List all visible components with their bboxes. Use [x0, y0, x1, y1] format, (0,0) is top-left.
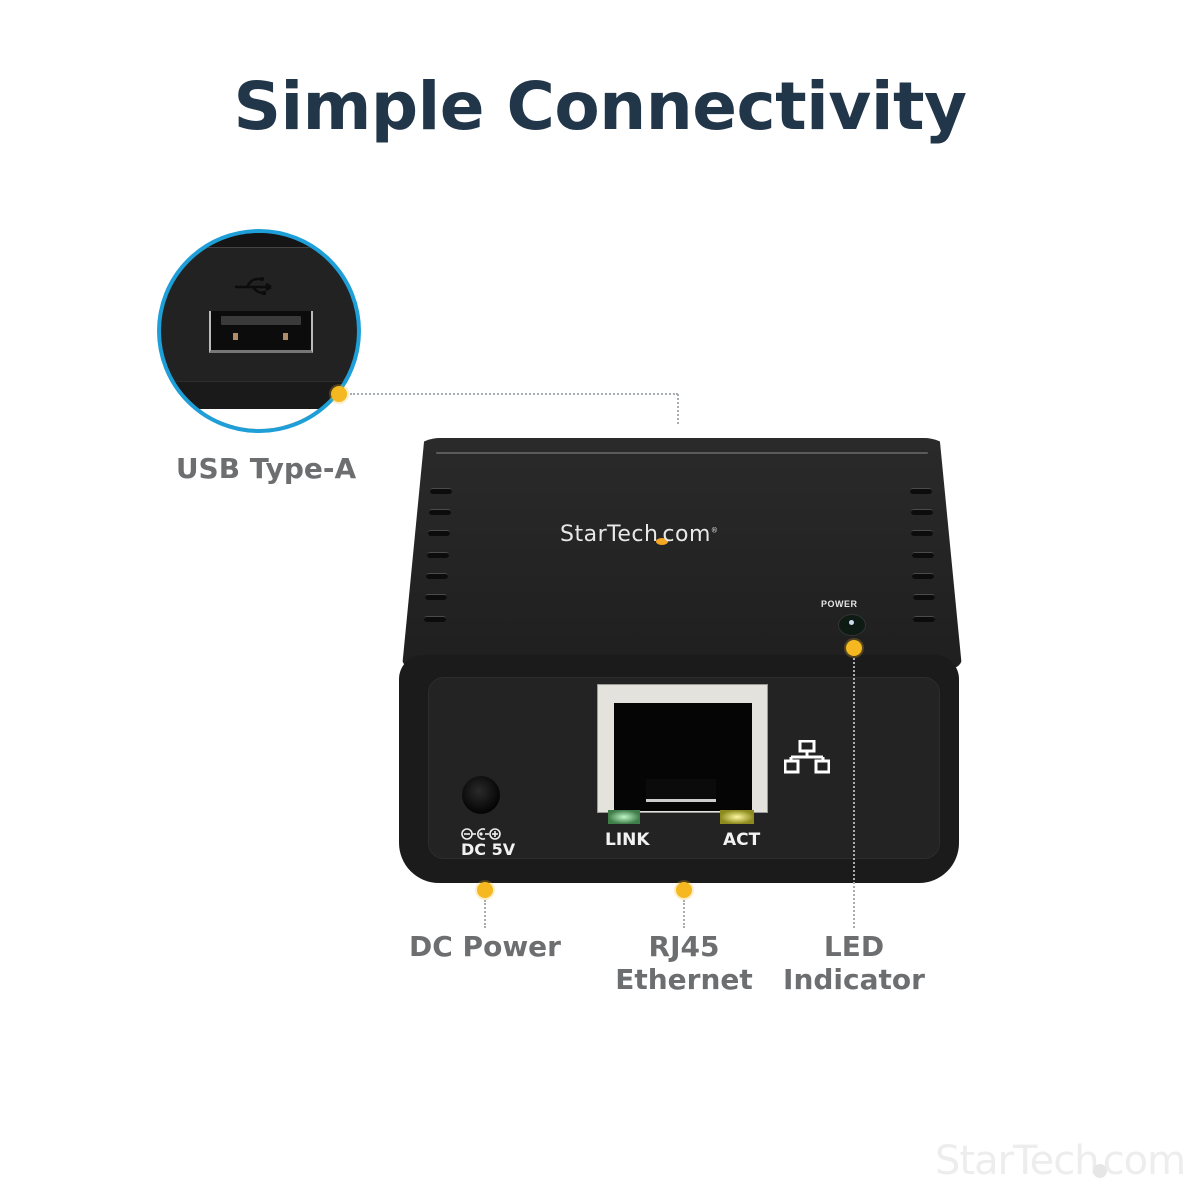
vent-slot — [424, 616, 446, 622]
callout-line-led — [853, 658, 855, 928]
dc-polarity-icon — [460, 827, 502, 844]
callout-label-led-line1: LED — [823, 930, 885, 963]
vent-slot — [428, 530, 450, 536]
callout-dot-rj45 — [676, 882, 692, 898]
vent-slot — [426, 573, 448, 579]
callout-dot-led — [846, 640, 862, 656]
watermark-dot-icon — [1092, 1164, 1107, 1178]
network-icon — [783, 739, 831, 779]
callout-label-led-line2: Indicator — [783, 963, 925, 996]
usb-tongue — [221, 316, 301, 325]
vent-slot — [911, 509, 933, 515]
dc-5v-label: DC 5V — [461, 840, 516, 859]
callout-label-rj45-line2: Ethernet — [615, 963, 753, 996]
power-label: POWER — [821, 599, 858, 609]
link-led — [608, 810, 640, 824]
callout-line-dc — [484, 900, 486, 928]
callout-label-dc: DC Power — [409, 930, 561, 963]
watermark-text-left: StarTech — [935, 1138, 1100, 1184]
device-top-shell — [402, 438, 962, 668]
vent-slot — [429, 509, 451, 515]
callout-line-rj45 — [683, 900, 685, 928]
inset-top-edge — [161, 233, 357, 248]
power-led — [838, 614, 866, 636]
act-led — [720, 810, 754, 824]
rj45-latch-notch — [646, 779, 716, 802]
act-label: ACT — [723, 830, 761, 850]
brand-text-left: StarTech — [560, 522, 659, 547]
page-title: Simple Connectivity — [233, 68, 967, 145]
inset-floor — [161, 409, 357, 429]
vent-slot — [913, 616, 935, 622]
device-top-ridge — [435, 452, 929, 454]
callout-line-usb-v — [677, 394, 679, 424]
vent-slot — [912, 573, 934, 579]
callout-label-rj45-line1: RJ45 — [648, 930, 720, 963]
brand-registered-mark: ® — [710, 526, 719, 535]
watermark-text-right: com — [1102, 1138, 1186, 1184]
usb-pin — [233, 333, 238, 340]
callout-line-usb-h — [350, 393, 678, 395]
vent-slot — [911, 530, 933, 536]
brand-text-right: com — [662, 522, 711, 547]
callout-label-rj45: RJ45 Ethernet — [584, 930, 784, 996]
vent-slot — [427, 552, 449, 558]
inset-bottom-edge — [161, 381, 357, 410]
callout-label-led: LED Indicator — [754, 930, 954, 996]
usb-icon — [233, 275, 277, 301]
dc-power-jack — [462, 776, 500, 814]
rj45-port — [597, 684, 768, 813]
link-label: LINK — [605, 830, 650, 850]
vent-slot — [430, 488, 452, 494]
callout-dot-usb — [331, 386, 347, 402]
vent-slot — [425, 594, 447, 600]
vent-slot — [913, 594, 935, 600]
vent-slot — [912, 552, 934, 558]
brand-dot-icon — [656, 538, 669, 545]
vent-slot — [910, 488, 932, 494]
callout-dot-dc — [477, 882, 493, 898]
usb-zoom-inset — [157, 229, 361, 433]
callout-label-usb: USB Type-A — [175, 452, 357, 485]
usb-type-a-port — [209, 311, 313, 353]
usb-pin — [283, 333, 288, 340]
